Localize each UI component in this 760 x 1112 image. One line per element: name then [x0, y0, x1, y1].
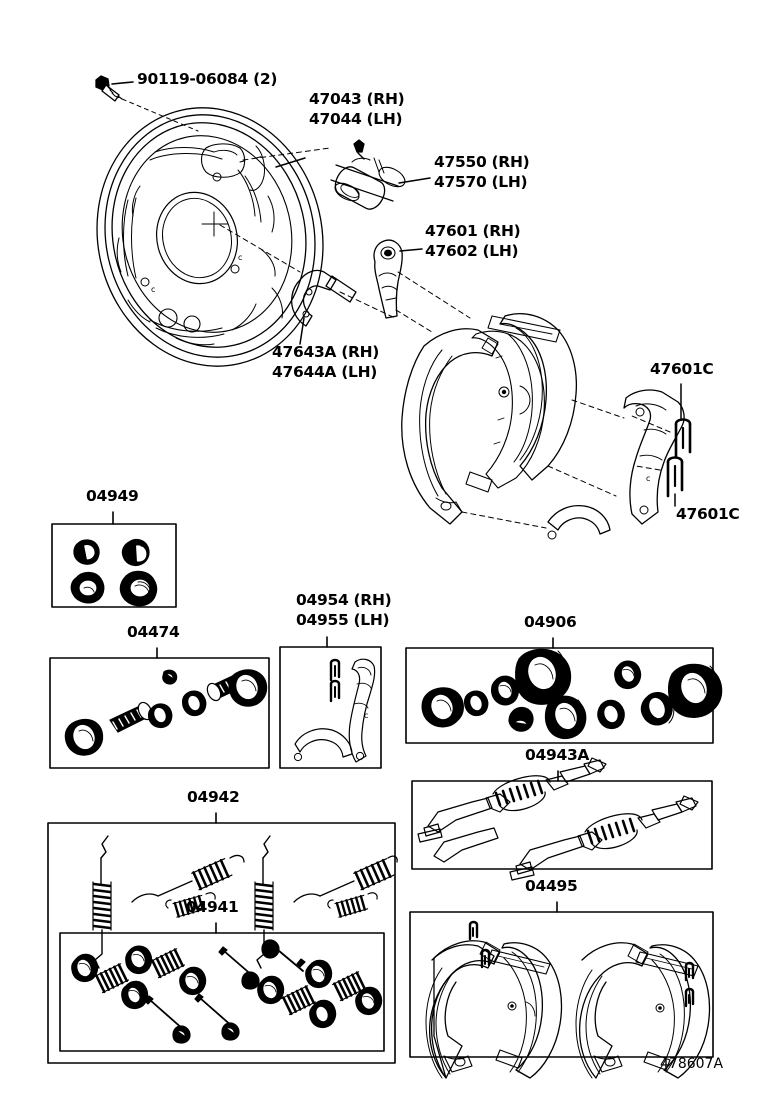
callout-backing-plate-lh: 47044 (LH) [309, 110, 403, 128]
callout-clip-lower: 47601C [676, 505, 740, 523]
brake-shoe-rear [465, 313, 578, 493]
label-04942: 04942 [187, 788, 240, 806]
parts-04906 [421, 648, 723, 740]
parts-04943A [417, 757, 699, 881]
svg-text:c: c [151, 285, 155, 294]
callout-parking-lever-lh: 47602 (LH) [425, 242, 519, 260]
callout-shoe-plate-rh: 47643A (RH) [272, 343, 380, 361]
callout-wheel-cylinder-rh: 47550 (RH) [434, 153, 530, 171]
box-04495 [409, 911, 714, 1058]
label-04906: 04906 [524, 613, 577, 631]
label-04949: 04949 [86, 487, 139, 505]
wheel-cylinder [330, 139, 406, 210]
parts-04949 [70, 538, 158, 607]
svg-text:c: c [238, 253, 242, 262]
label-04495: 04495 [525, 877, 578, 895]
parking-brake-lever [373, 239, 403, 319]
callout-backing-plate-rh: 47043 (RH) [309, 90, 405, 108]
parts-04474 [64, 669, 268, 756]
u-clip-upper [674, 418, 692, 458]
u-clip-lower [666, 456, 684, 498]
brake-shoe-front [401, 328, 499, 525]
box-04954 [279, 646, 382, 769]
parts-04941 [71, 939, 383, 1044]
label-04941: 04941 [186, 898, 239, 916]
callout-clip-upper: 47601C [650, 360, 714, 378]
callout-shoe-plate-lh: 47644A (LH) [272, 363, 378, 381]
label-04955: 04955 (LH) [296, 611, 390, 629]
box-04941 [59, 932, 385, 1052]
callout-parking-lever-rh: 47601 (RH) [425, 222, 521, 240]
svg-text:c: c [646, 474, 650, 483]
callout-wheel-cylinder-lh: 47570 (LH) [434, 173, 528, 191]
label-04474: 04474 [127, 623, 180, 641]
shoe-strut-47643A [290, 269, 357, 327]
box-04949 [51, 523, 177, 608]
parts-04954: c [293, 658, 376, 763]
bolt-90119-06084 [95, 75, 123, 102]
backing-plate: c c [96, 107, 324, 367]
shoe-clip-hook [547, 504, 611, 540]
parts-04942 [92, 835, 398, 969]
diagram-id: 478607A [660, 1056, 724, 1072]
svg-text:c: c [364, 711, 368, 720]
label-04954: 04954 (RH) [296, 591, 392, 609]
parts-04495 [425, 920, 711, 1079]
box-04943A [411, 780, 713, 870]
box-04474 [49, 657, 270, 769]
label-04943A: 04943A [525, 746, 590, 764]
box-04942 [47, 822, 396, 1064]
callout-bolt: 90119-06084 (2) [137, 70, 278, 88]
